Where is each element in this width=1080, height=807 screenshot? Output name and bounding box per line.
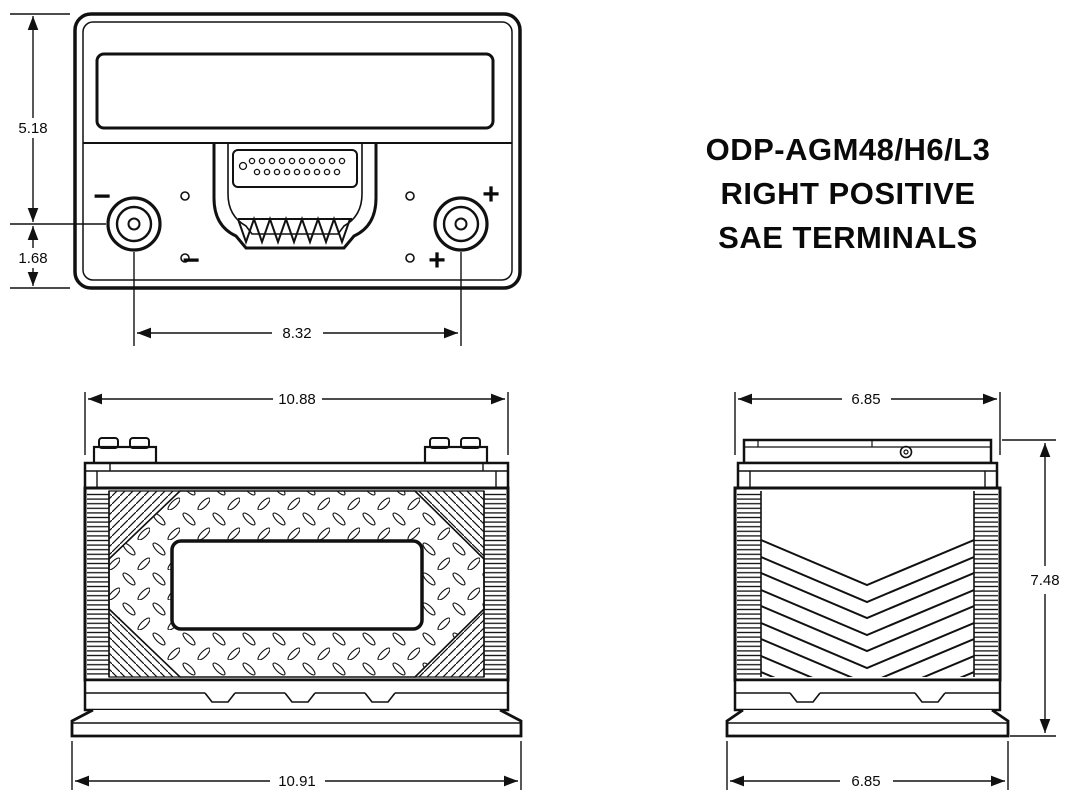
front-right-ribs	[484, 491, 506, 677]
front-view	[70, 437, 523, 738]
dim-label-height-5-18: 5.18	[18, 120, 47, 137]
side-chevron-pattern	[761, 539, 974, 677]
front-base-band	[83, 678, 510, 712]
side-lid-top	[742, 438, 993, 465]
dim-label-depth-top-6-85: 6.85	[851, 391, 880, 408]
side-base-band	[733, 678, 1002, 712]
vent-panel	[95, 52, 495, 130]
date-code-dots	[248, 157, 346, 176]
side-view	[725, 438, 1010, 738]
positive-mark-top: +	[482, 178, 500, 211]
dim-label-offset-1-68: 1.68	[18, 250, 47, 267]
positive-terminal	[433, 196, 489, 252]
positive-mark-bottom: +	[428, 244, 446, 277]
negative-terminal	[106, 196, 162, 252]
title-line-terminals: SAE TERMINALS	[718, 220, 978, 256]
dim-label-spacing-8-32: 8.32	[282, 325, 311, 342]
negative-mark-top: −	[93, 180, 111, 213]
front-left-ribs	[87, 491, 109, 677]
side-lid	[736, 461, 999, 490]
date-code-plate	[232, 149, 358, 188]
dim-label-height-7-48: 7.48	[1030, 572, 1059, 589]
front-lid	[83, 461, 510, 490]
negative-mark-bottom: −	[182, 244, 200, 277]
dim-label-width-10-88: 10.88	[278, 391, 316, 408]
title-line-polarity: RIGHT POSITIVE	[720, 176, 976, 212]
top-view: − − + +	[73, 12, 522, 290]
front-label-area	[170, 539, 424, 631]
dim-label-width-10-91: 10.91	[278, 773, 316, 790]
front-terminal-posts	[92, 437, 489, 465]
side-right-ribs	[974, 491, 998, 677]
product-title: ODP-AGM48/H6/L3 RIGHT POSITIVE SAE TERMI…	[638, 128, 1058, 260]
side-terminal-bolt	[899, 445, 913, 459]
top-view-dimensions	[10, 13, 462, 346]
dim-label-depth-bottom-6-85: 6.85	[851, 773, 880, 790]
title-line-model: ODP-AGM48/H6/L3	[705, 132, 991, 167]
handle-grip-teeth	[237, 215, 351, 246]
front-view-dimensions	[71, 392, 522, 790]
side-left-ribs	[737, 491, 761, 677]
side-view-dimensions	[726, 392, 1056, 790]
carry-handle	[212, 144, 378, 250]
vent-ports	[180, 191, 415, 263]
top-view-inner-outline	[82, 21, 513, 281]
